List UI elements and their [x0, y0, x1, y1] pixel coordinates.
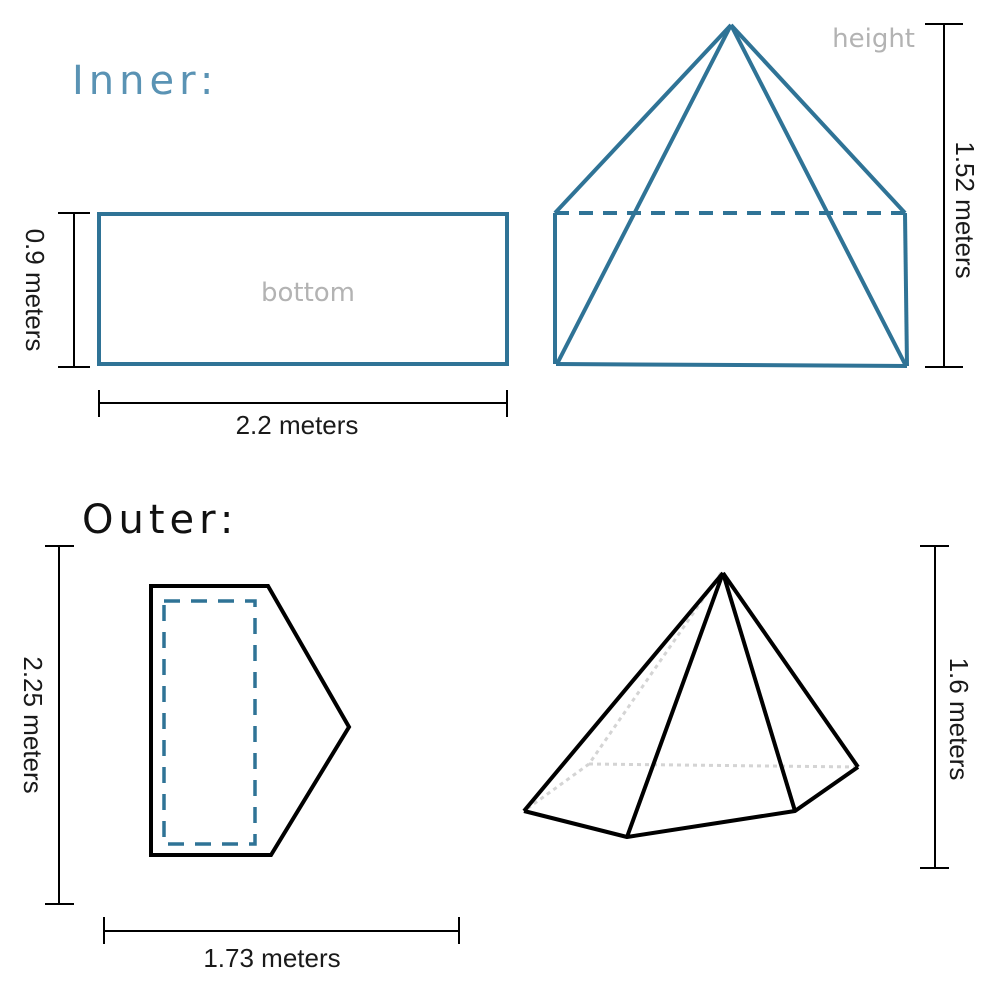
outer-title: Outer:: [82, 497, 238, 543]
inner-depth-dimension: [58, 212, 90, 368]
outer-footprint-pentagon: [149, 584, 352, 857]
inner-height-dimension: [925, 23, 963, 368]
inner-footprint-dashed-rectangle: [162, 599, 257, 846]
inner-side-view-shape: [553, 23, 909, 368]
bottom-label: bottom: [261, 278, 355, 308]
outer-pyramid-visible-edges: [522, 571, 860, 839]
inner-width-label: 2.2 meters: [236, 410, 359, 440]
pyramid-height-dimension: [920, 545, 949, 869]
inner-depth-label: 0.9 meters: [20, 229, 50, 352]
outer-height-label: 2.25 meters: [18, 656, 48, 793]
outer-width-label: 1.73 meters: [203, 943, 340, 973]
inner-height-label: 1.52 meters: [950, 141, 980, 278]
outer-width-dimension: [103, 917, 460, 944]
inner-bottom-rectangle: [97, 212, 509, 366]
outer-pyramid-hidden-edges: [523, 572, 859, 813]
outer-height-dimension: [45, 545, 74, 905]
inner-width-dimension: [98, 390, 508, 417]
pyramid-height-label: 1.6 meters: [944, 658, 974, 781]
height-label: height: [832, 24, 915, 54]
inner-title: Inner:: [72, 58, 218, 104]
